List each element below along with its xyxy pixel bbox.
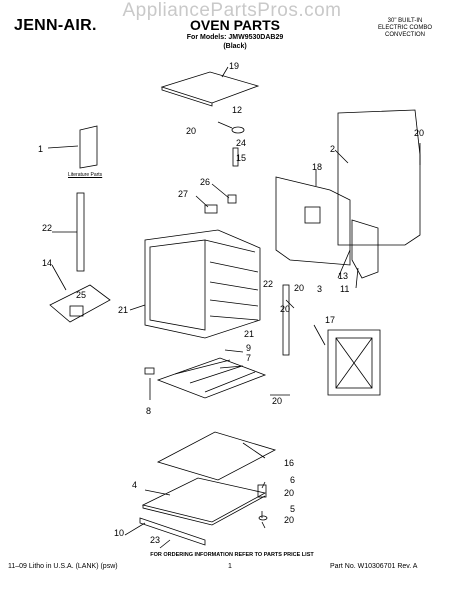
callout-6: 6 bbox=[290, 475, 295, 485]
callout-19: 19 bbox=[229, 61, 239, 71]
part-top-panel bbox=[160, 71, 260, 104]
oven-type-line-2: ELECTRIC COMBO bbox=[377, 25, 432, 31]
callout-3: 3 bbox=[317, 284, 322, 294]
oven-type-note: 30" BUILT-IN ELECTRIC COMBO CONVECTION bbox=[360, 18, 450, 39]
callout-16: 16 bbox=[284, 458, 294, 468]
footer-part-number: Part No. W10306701 Rev. A bbox=[330, 563, 418, 570]
part-literature bbox=[79, 125, 98, 169]
callout-20a: 20 bbox=[186, 126, 196, 136]
callout-1: 1 bbox=[38, 144, 43, 154]
callout-11: 11 bbox=[340, 284, 349, 294]
footer-litho: 11–09 Litho in U.S.A. (LANK) (psw) bbox=[8, 563, 118, 570]
part-bracket bbox=[49, 284, 111, 323]
callout-17: 17 bbox=[325, 315, 335, 325]
callout-20f: 20 bbox=[284, 488, 294, 498]
part-oven-cavity bbox=[144, 229, 261, 339]
callout-14: 14 bbox=[42, 258, 52, 268]
callout-22a: 22 bbox=[42, 223, 52, 233]
callout-8: 8 bbox=[146, 406, 151, 416]
callout-20g: 20 bbox=[284, 515, 294, 525]
callout-5: 5 bbox=[290, 504, 295, 514]
callout-20d: 20 bbox=[280, 304, 290, 314]
callout-20e: 20 bbox=[272, 396, 282, 406]
part-rear-panel bbox=[275, 176, 351, 266]
models-line-1: For Models: JMW9530DAB29 bbox=[186, 34, 284, 41]
callout-10: 10 bbox=[114, 528, 124, 538]
brand-logo: JENN-AIR. bbox=[14, 17, 97, 34]
callout-2: 2 bbox=[330, 144, 335, 154]
part-bottom-panel bbox=[141, 477, 267, 523]
callout-25: 25 bbox=[76, 290, 86, 300]
oven-type-line-1: 30" BUILT-IN bbox=[387, 18, 423, 24]
models-line-2: (Black) bbox=[223, 43, 247, 50]
callout-23: 23 bbox=[150, 535, 160, 545]
callout-7: 7 bbox=[246, 353, 251, 363]
ordering-note: FOR ORDERING INFORMATION REFER TO PARTS … bbox=[150, 552, 314, 558]
watermark: AppliancePartsPros.com bbox=[122, 0, 342, 21]
callout-12: 12 bbox=[232, 105, 242, 115]
callout-4: 4 bbox=[132, 480, 137, 490]
callout-22b: 22 bbox=[263, 279, 273, 289]
callout-27: 27 bbox=[178, 189, 188, 199]
callout-20c: 20 bbox=[294, 283, 304, 293]
part-trim-front bbox=[282, 284, 290, 356]
callout-26: 26 bbox=[200, 177, 210, 187]
page-title: OVEN PARTS bbox=[190, 17, 280, 33]
part-rack bbox=[156, 357, 267, 399]
part-side-panel bbox=[337, 109, 421, 246]
oven-type-line-3: CONVECTION bbox=[384, 32, 425, 38]
callout-21a: 21 bbox=[118, 305, 128, 315]
part-clip bbox=[144, 367, 155, 375]
callout-20b: 20 bbox=[414, 128, 424, 138]
part-duct bbox=[351, 219, 379, 279]
part-hinge bbox=[257, 484, 267, 498]
callout-21b: 21 bbox=[244, 329, 254, 339]
part-door bbox=[327, 329, 381, 396]
part-gasket bbox=[231, 126, 245, 134]
literature-parts-label: Literature Parts bbox=[68, 172, 103, 178]
part-switch bbox=[204, 204, 218, 214]
footer-page-number: 1 bbox=[228, 563, 232, 570]
callout-24: 24 bbox=[236, 138, 246, 148]
models-label: For Models: JMW9530DAB29 (Black) bbox=[160, 33, 310, 51]
callout-18: 18 bbox=[312, 162, 322, 172]
callout-9: 9 bbox=[246, 343, 251, 353]
callout-15: 15 bbox=[236, 153, 246, 163]
part-trim-left bbox=[76, 192, 85, 272]
part-sensor bbox=[232, 147, 239, 167]
part-bottom-tray bbox=[156, 431, 277, 481]
part-rail bbox=[139, 517, 206, 546]
callout-13: 13 bbox=[338, 271, 348, 281]
callout-labels: 19 12 20 24 15 1 2 18 20 26 27 22 14 25 … bbox=[38, 61, 424, 545]
